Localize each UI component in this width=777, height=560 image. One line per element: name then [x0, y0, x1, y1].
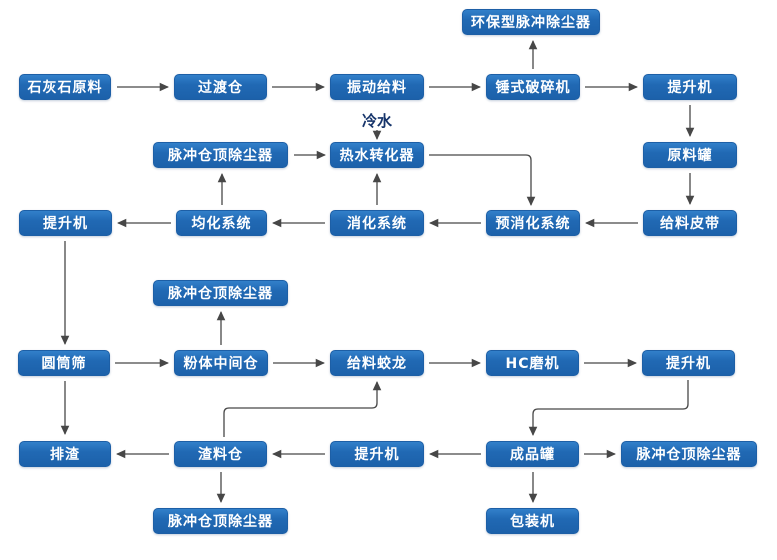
flow-node-pulse-bin-dust-collector-2: 脉冲仓顶除尘器: [153, 280, 288, 306]
flow-node-bucket-elevator-1: 提升机: [643, 74, 737, 100]
flow-node-raw-material-tank: 原料罐: [643, 142, 737, 168]
flow-node-slag-discharge: 排渣: [19, 441, 111, 467]
flow-node-hc-mill: HC磨机: [486, 350, 579, 376]
edge-slagbin-to-screw: [223, 381, 382, 437]
flow-node-hammer-crusher: 锤式破碎机: [486, 74, 580, 100]
flow-node-feed-belt: 给料皮带: [643, 210, 737, 236]
cold-water-label: 冷水: [361, 112, 392, 130]
flow-node-rotary-screen: 圆筒筛: [18, 350, 110, 376]
flow-node-hot-water-converter: 热水转化器: [330, 142, 424, 168]
flow-node-slag-bin: 渣料仓: [174, 441, 267, 467]
flow-node-pulse-bin-dust-collector-3: 脉冲仓顶除尘器: [621, 441, 757, 467]
flow-node-homogenization-system: 均化系统: [176, 210, 267, 236]
flow-node-finished-product-tank: 成品罐: [486, 441, 579, 467]
flow-node-packing-machine: 包装机: [486, 508, 579, 534]
flow-node-bucket-elevator-3: 提升机: [642, 350, 735, 376]
flow-node-transition-bin: 过渡仓: [174, 74, 267, 100]
flow-node-eco-pulse-dust-collector: 环保型脉冲除尘器: [462, 9, 600, 35]
flow-node-limestone-raw-material: 石灰石原料: [19, 74, 111, 100]
flow-node-pulse-bin-dust-collector-4: 脉冲仓顶除尘器: [153, 508, 288, 534]
flow-node-vibrating-feeder: 振动给料: [330, 74, 424, 100]
flow-node-bucket-elevator-4: 提升机: [330, 441, 424, 467]
flow-node-pre-digestion-system: 预消化系统: [486, 210, 580, 236]
flow-node-pulse-bin-dust-collector-1: 脉冲仓顶除尘器: [153, 142, 288, 168]
flow-node-feed-screw: 给料蛟龙: [330, 350, 424, 376]
edge-hotwater-to-predigestion: [429, 154, 536, 206]
flow-node-digestion-system: 消化系统: [330, 210, 424, 236]
flow-node-powder-intermediate-bin: 粉体中间仓: [174, 350, 268, 376]
flow-node-bucket-elevator-2: 提升机: [19, 210, 112, 236]
edge-elevator3-to-producttank: [528, 380, 689, 436]
